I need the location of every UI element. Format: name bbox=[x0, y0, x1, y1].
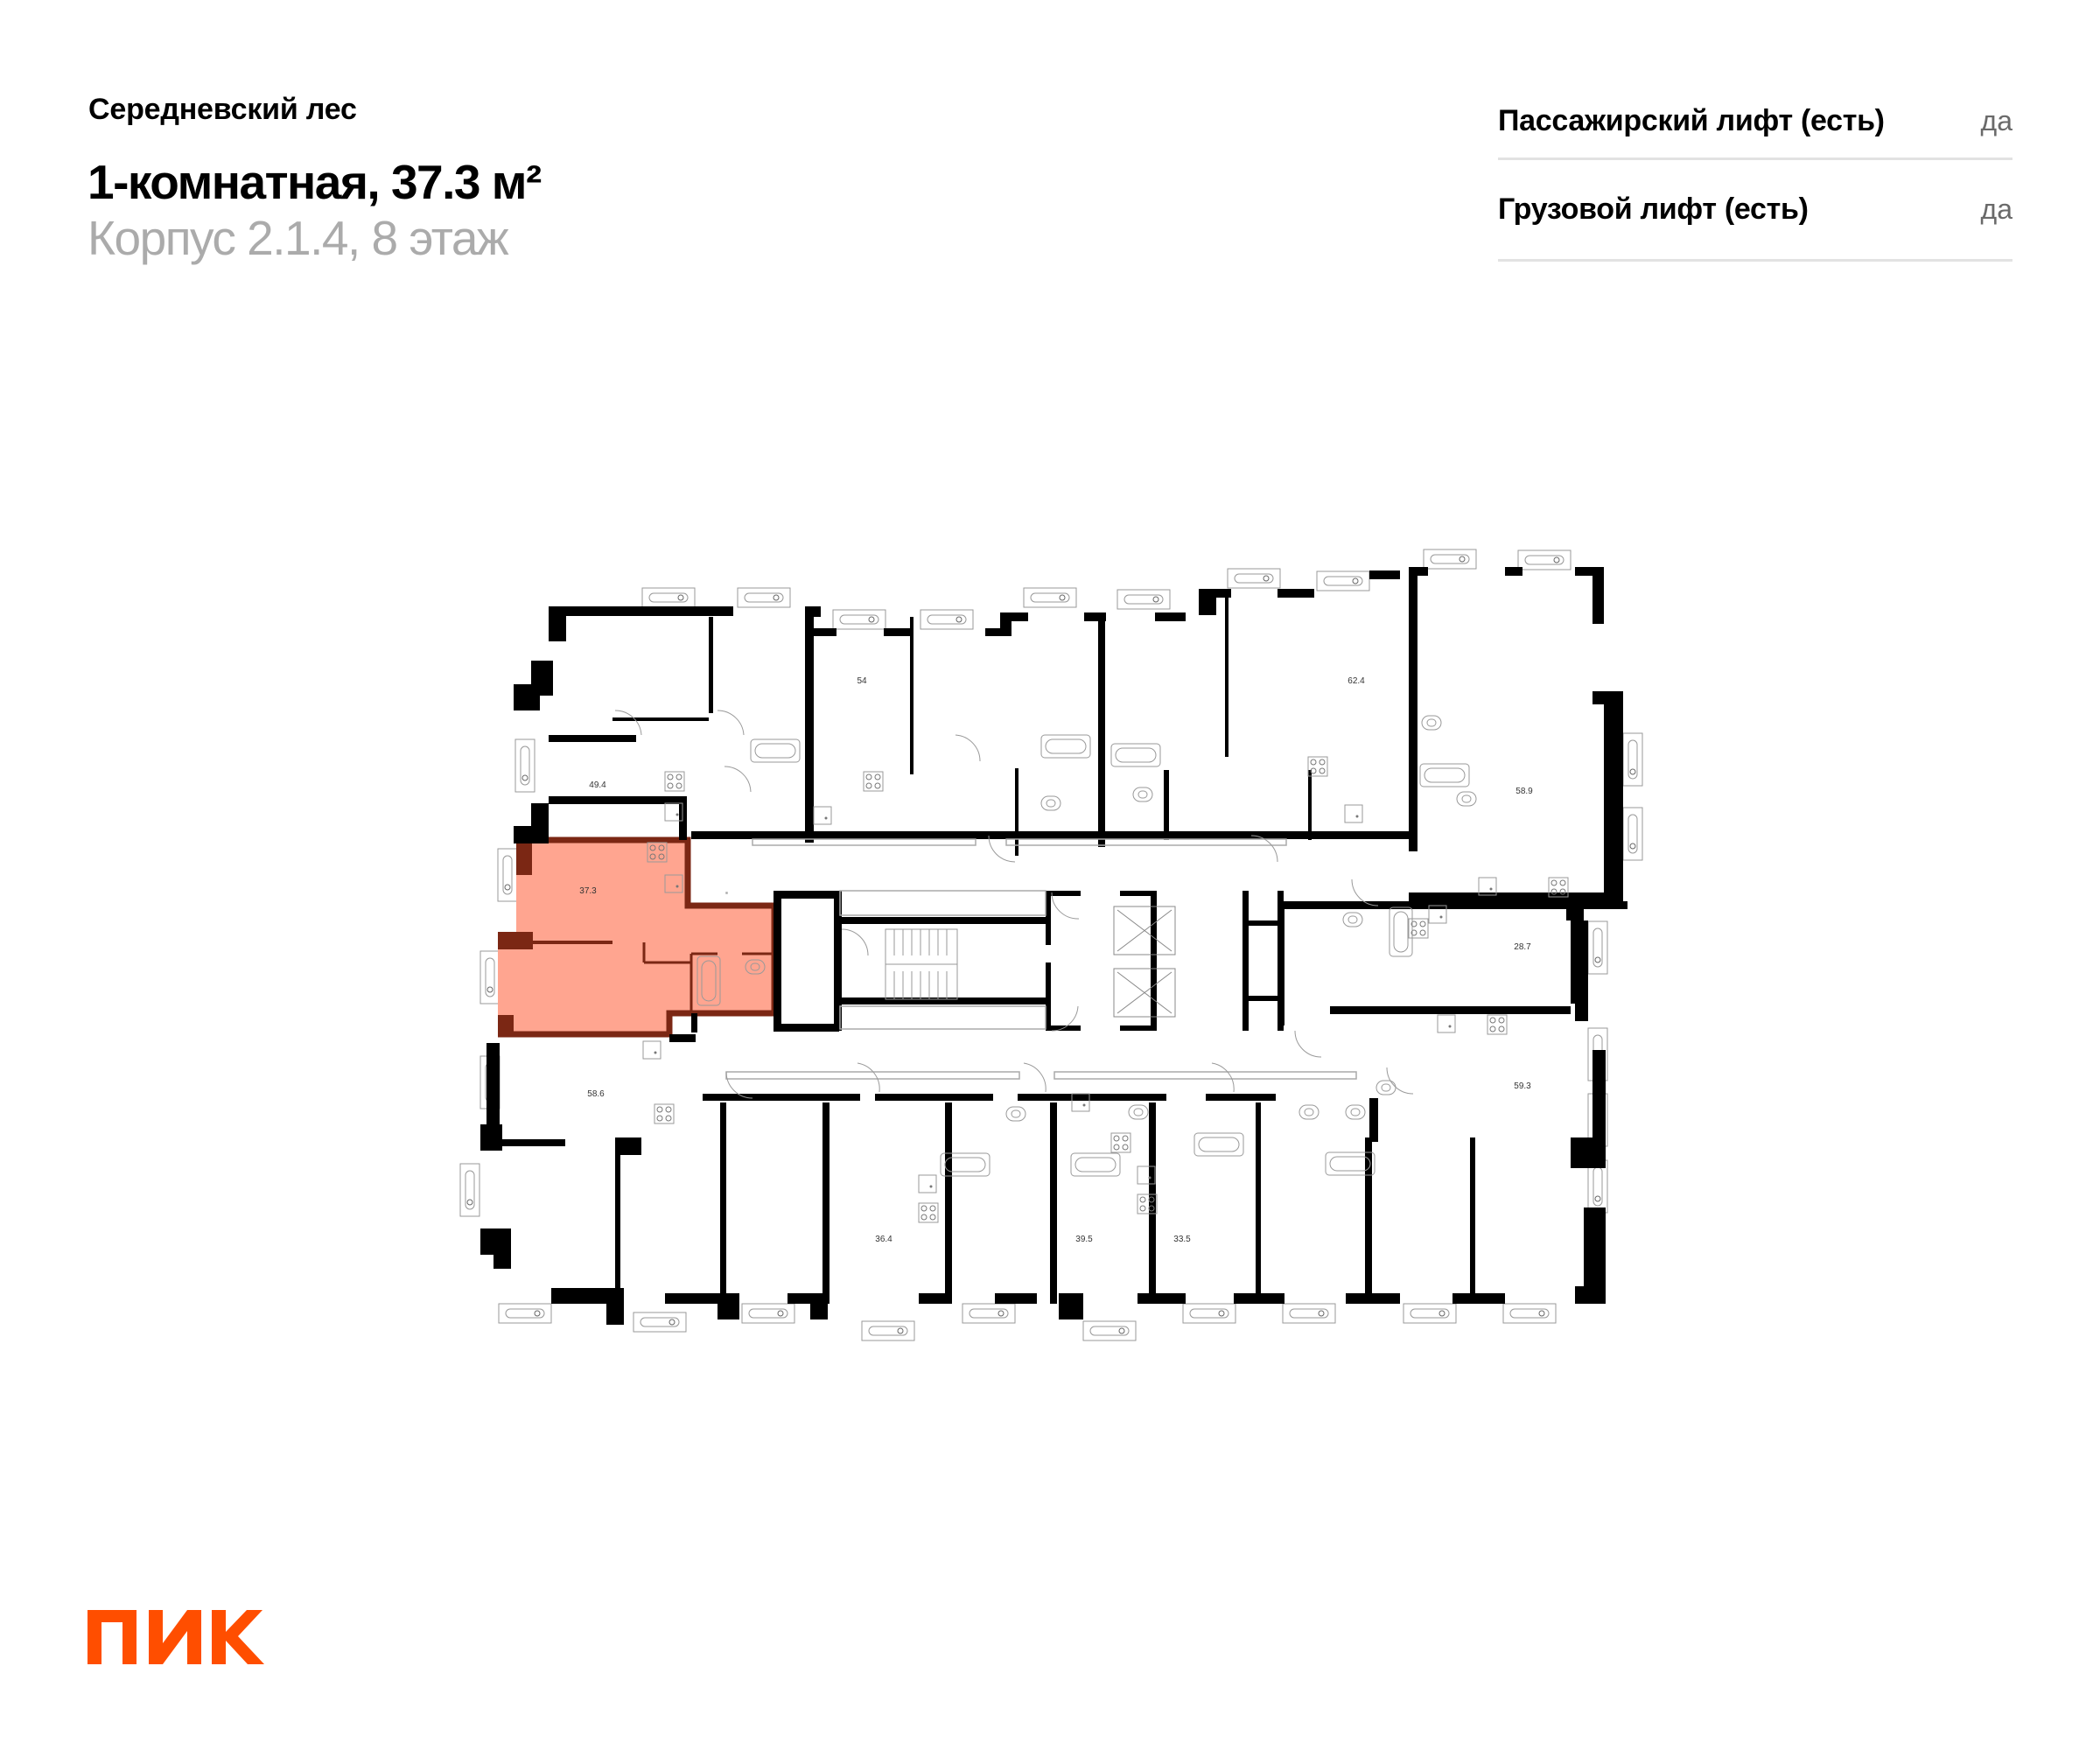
apartment-area-label: 36.4 bbox=[875, 1235, 892, 1244]
area-labels: 49.4 54 62.4 58.9 28.7 59.3 58.6 36.4 39… bbox=[587, 676, 1533, 1244]
feature-label: Пассажирский лифт (есть) bbox=[1498, 103, 1885, 137]
elevators bbox=[1113, 906, 1176, 1018]
apartment-area-label: 58.6 bbox=[587, 1089, 605, 1099]
features-list: Пассажирский лифт (есть) да Грузовой лиф… bbox=[1498, 84, 2012, 262]
project-name: Середневский лес bbox=[88, 93, 357, 126]
elevator-freight bbox=[1113, 968, 1176, 1018]
apartment-area-label: 59.3 bbox=[1514, 1082, 1531, 1091]
fixtures bbox=[642, 715, 1569, 1223]
feature-passenger-lift: Пассажирский лифт (есть) да bbox=[1498, 84, 2012, 160]
apartment-area-label: 33.5 bbox=[1173, 1235, 1191, 1244]
apartment-area-label: 37.3 bbox=[579, 886, 597, 896]
staircase bbox=[885, 928, 958, 1000]
selected-apartment[interactable]: 37.3 bbox=[498, 836, 778, 1038]
feature-value: да bbox=[1980, 193, 2012, 225]
apartment-title: 1-комнатная, 37.3 м² bbox=[88, 155, 542, 209]
walls bbox=[480, 567, 1628, 1325]
apartment-area-label: 58.9 bbox=[1516, 787, 1533, 796]
doors bbox=[614, 710, 1414, 1099]
feature-label: Грузовой лифт (есть) bbox=[1498, 192, 1809, 226]
pik-logo bbox=[88, 1610, 264, 1664]
elevator-passenger bbox=[1113, 906, 1176, 956]
apartment-area-label: 28.7 bbox=[1514, 942, 1531, 952]
apartment-area-label: 49.4 bbox=[589, 780, 606, 790]
corridor-outline bbox=[725, 838, 1357, 1080]
apartment-area-label: 54 bbox=[857, 676, 867, 686]
feature-value: да bbox=[1980, 104, 2012, 136]
feature-freight-lift: Грузовой лифт (есть) да bbox=[1498, 160, 2012, 262]
apartment-area-label: 39.5 bbox=[1075, 1235, 1093, 1244]
building-floor: Корпус 2.1.4, 8 этаж bbox=[88, 211, 509, 265]
floor-plan: 37.3 bbox=[459, 549, 1643, 1341]
apartment-area-label: 62.4 bbox=[1348, 676, 1365, 686]
